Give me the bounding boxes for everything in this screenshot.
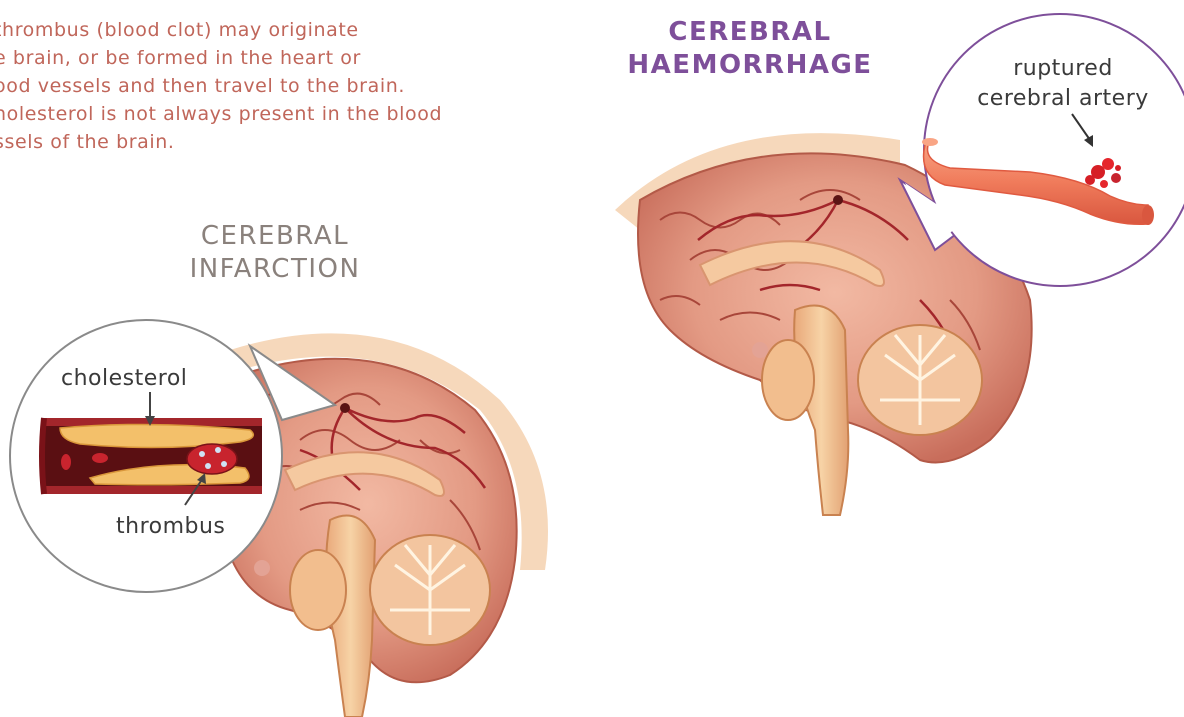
blood-vessel-section xyxy=(42,418,262,494)
red-blood-cell xyxy=(92,453,108,463)
cholesterol-deposit-top xyxy=(60,424,253,447)
title-line: CEREBRAL xyxy=(605,16,895,49)
cerebellum xyxy=(370,535,490,645)
thrombus-clot xyxy=(187,444,237,474)
pons xyxy=(762,340,814,420)
intro-line: holesterol is not always present in the … xyxy=(0,100,534,128)
cholesterol-label: cholesterol xyxy=(61,366,187,391)
intro-line: e brain, or be formed in the heart or xyxy=(0,44,534,72)
intro-line: ood vessels and then travel to the brain… xyxy=(0,72,534,100)
ruptured-artery-label: ruptured cerebral artery xyxy=(968,54,1158,114)
title-line: HAEMORRHAGE xyxy=(605,49,895,82)
clot-dot xyxy=(833,195,843,205)
cerebral-infarction-title: CEREBRAL INFARCTION xyxy=(155,220,395,286)
red-blood-cell xyxy=(61,454,71,470)
clot-dot xyxy=(340,403,350,413)
cerebellum xyxy=(858,325,982,435)
infarction-brain xyxy=(219,333,548,717)
pituitary xyxy=(254,560,270,576)
intro-paragraph: thrombus (blood clot) may originate e br… xyxy=(0,16,534,156)
label-line: cerebral artery xyxy=(968,84,1158,114)
pons xyxy=(290,550,346,630)
title-line: CEREBRAL xyxy=(155,220,395,253)
title-line: INFARCTION xyxy=(155,253,395,286)
intro-line: ssels of the brain. xyxy=(0,128,534,156)
intro-line: thrombus (blood clot) may originate xyxy=(0,16,534,44)
label-line: ruptured xyxy=(968,54,1158,84)
cerebral-haemorrhage-title: CEREBRAL HAEMORRHAGE xyxy=(605,16,895,82)
pituitary xyxy=(752,342,768,358)
thrombus-label: thrombus xyxy=(116,514,225,539)
